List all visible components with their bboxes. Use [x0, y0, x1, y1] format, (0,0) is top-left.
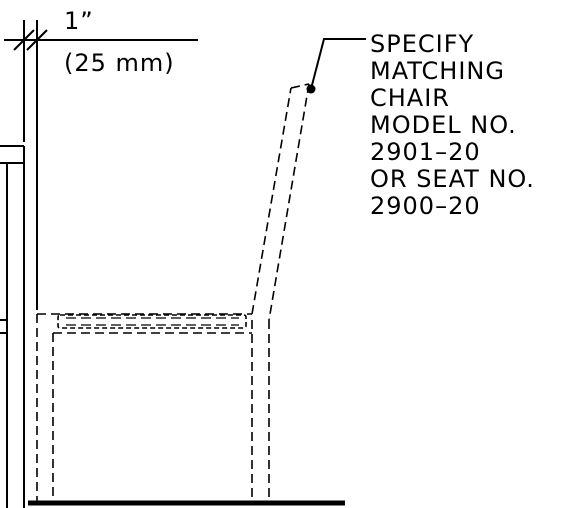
note-line-4: MODEL NO.	[370, 111, 517, 139]
dimension-metric-label: (25 mm)	[64, 49, 175, 77]
chair-outline	[36, 83, 310, 503]
note-line-7: 2900–20	[370, 192, 481, 220]
note-line-5: 2901–20	[370, 138, 481, 166]
note-line-6: OR SEAT NO.	[370, 165, 535, 193]
note-line-1: SPECIFY	[370, 30, 474, 58]
callout-note: SPECIFY MATCHING CHAIR MODEL NO. 2901–20…	[370, 30, 544, 220]
note-line-2: MATCHING	[370, 57, 505, 85]
cushion-pattern	[66, 317, 239, 326]
table-outline	[0, 145, 25, 508]
note-line-3: CHAIR	[370, 84, 450, 112]
dimension-tick-right	[26, 29, 48, 51]
leader-line	[310, 38, 366, 90]
dimension-tick-left	[13, 29, 35, 51]
dimension-imperial-label: 1”	[64, 7, 94, 35]
seat-cushion	[57, 314, 247, 329]
